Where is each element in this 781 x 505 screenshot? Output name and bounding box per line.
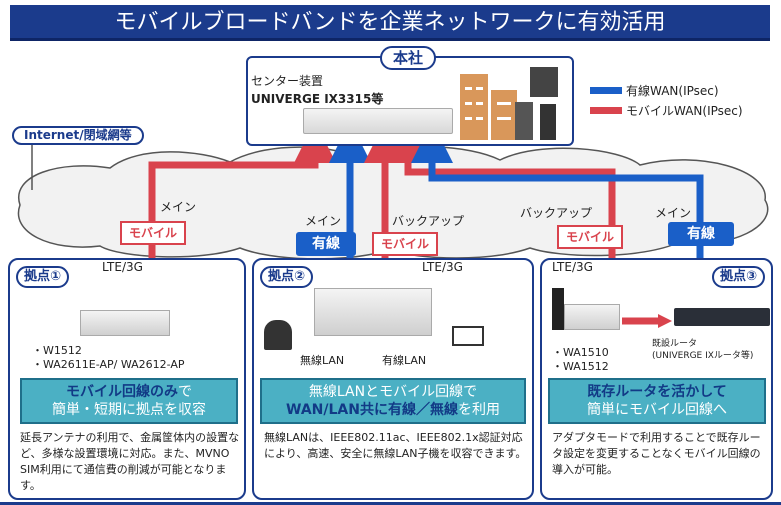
hq-label: 本社	[380, 46, 436, 70]
site-1-label: 拠点①	[16, 266, 70, 288]
model-2: ・WA1512	[552, 360, 609, 373]
site-3-box: 拠点③ LTE/3G ・WA1510 ・WA1512 既設ルータ (UNIVER…	[540, 258, 773, 500]
site-1-description: 延長アンテナの利用で、金属筐体内の設置など、多様な設置環境に対応。また、MVNO…	[20, 431, 240, 492]
center-device-model: UNIVERGE IX3315等	[251, 92, 384, 106]
center-device-label: センター装置	[251, 74, 324, 88]
lte-label: LTE/3G	[102, 260, 143, 274]
badge-mobile-1: モバイル	[120, 221, 186, 245]
site-1-caption: モバイル回線のみで簡単・短期に拠点を収容	[20, 378, 238, 424]
site-1-box: 拠点① LTE/3G ・W1512 ・WA2611E-AP/ WA2612-AP…	[8, 258, 246, 500]
site-2-label: 拠点②	[260, 266, 314, 288]
arrow-to-existing-router	[622, 314, 672, 328]
badge-mobile-3: モバイル	[557, 225, 623, 249]
path-label-backup3: バックアップ	[520, 206, 593, 220]
badge-wired-3: 有線	[668, 222, 734, 246]
bottom-rule	[0, 502, 781, 505]
antenna-icon	[552, 288, 564, 330]
path-label-main3: メイン	[655, 206, 692, 220]
lte-label: LTE/3G	[552, 260, 593, 274]
badge-wired-2: 有線	[296, 232, 356, 256]
site-3-description: アダプタモードで利用することで既存ルータ設定を変更することなくモバイル回線の導入…	[552, 431, 761, 476]
page-title: モバイルブロードバンドを企業ネットワークに有効活用	[10, 5, 770, 41]
building-servers-icon	[460, 67, 558, 140]
legend-swatch-wired	[590, 87, 622, 94]
router-wa2612-image	[314, 288, 432, 336]
laptop-icon	[452, 326, 484, 346]
model-2: ・WA2611E-AP/ WA2612-AP	[32, 358, 185, 371]
existing-router-sublabel: (UNIVERGE IXルータ等)	[652, 351, 754, 361]
existing-router-image	[674, 308, 770, 326]
site-3-caption: 既存ルータを活かして簡単にモバイル回線へ	[548, 378, 766, 424]
model-1: ・WA1510	[552, 346, 609, 359]
model-1: ・W1512	[32, 344, 82, 357]
path-label-main1: メイン	[160, 200, 197, 214]
existing-router-label: 既設ルータ	[652, 339, 698, 349]
router-w1512-image	[80, 310, 170, 336]
wireless-lan-label: 無線LAN	[300, 354, 345, 367]
path-label-backup2: バックアップ	[392, 214, 465, 228]
lte-label: LTE/3G	[422, 260, 463, 274]
center-router-image	[303, 108, 453, 134]
network-label: Internet/閉域網等	[12, 126, 144, 145]
site-2-description: 無線LANは、IEEE802.11ac、IEEE802.1x認証対応により、高速…	[264, 431, 527, 460]
path-label-main2: メイン	[305, 214, 342, 228]
user-tablet-icon	[264, 320, 292, 350]
badge-mobile-2: モバイル	[372, 232, 438, 256]
legend-swatch-mobile	[590, 107, 622, 114]
router-wa1510-image	[564, 304, 620, 330]
wired-lan-label: 有線LAN	[382, 354, 427, 367]
site-3-label: 拠点③	[711, 266, 765, 288]
legend-wired: 有線WAN(IPsec)	[590, 82, 719, 99]
legend-mobile: モバイルWAN(IPsec)	[590, 102, 743, 119]
